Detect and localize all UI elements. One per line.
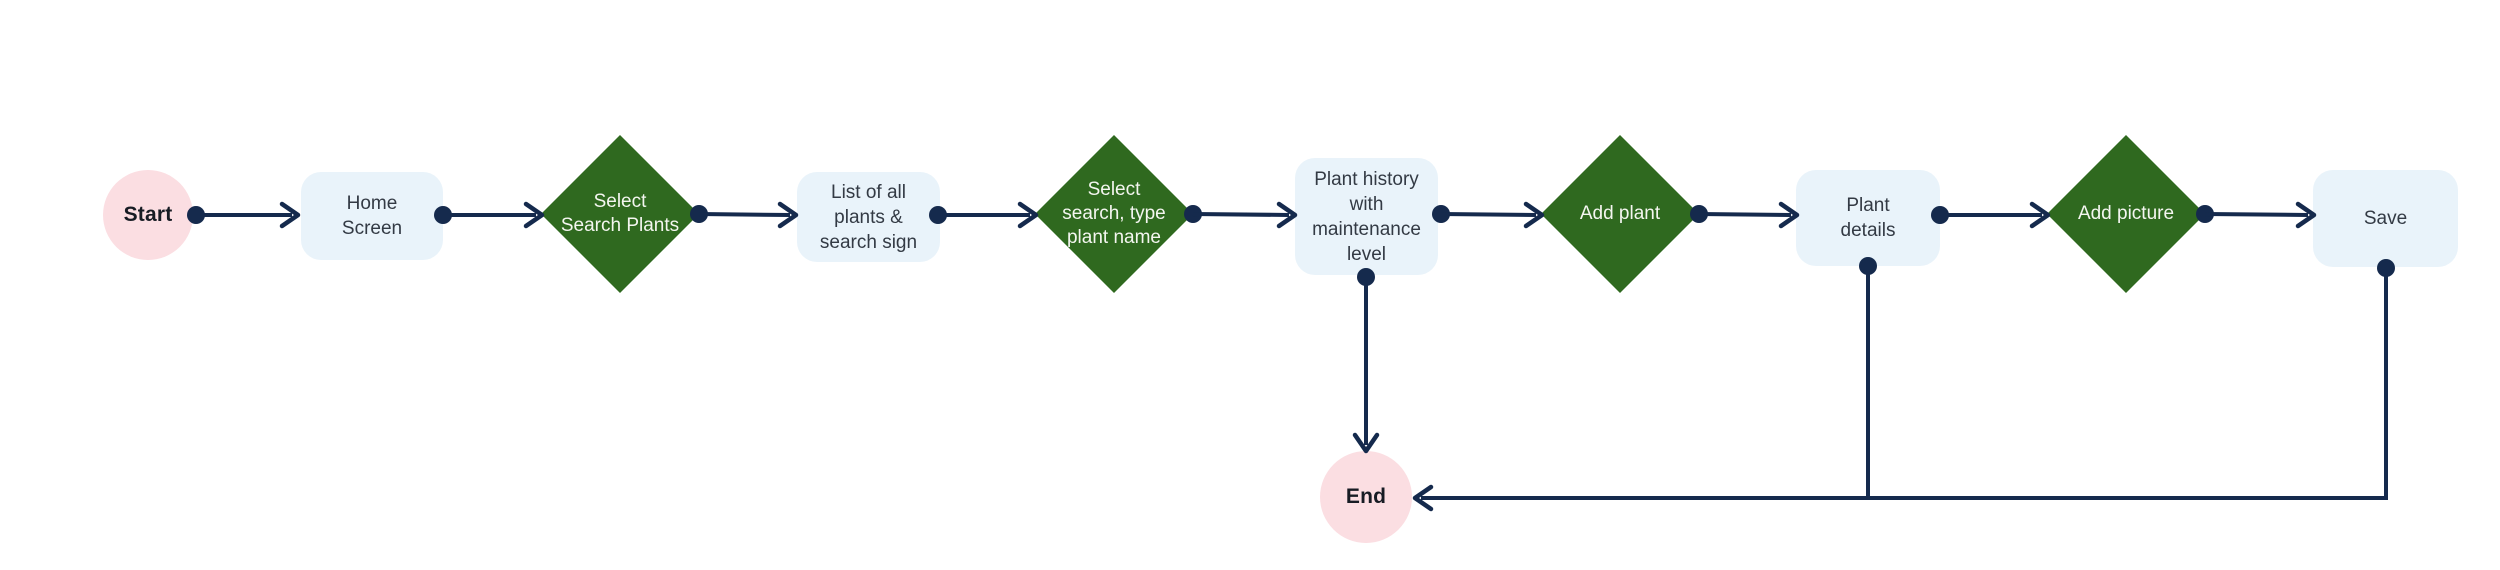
node-list-of-all-plants-label: List of all plants & search sign: [819, 181, 918, 253]
node-add-picture: Add picture: [2047, 135, 2205, 293]
node-plant-history-label: Plant history with maintenance level: [1312, 168, 1421, 265]
edge-select-search-type-to-plant-history: [1184, 201, 1298, 229]
edge-select-search-plants-to-list-of-all-plants: [690, 201, 799, 229]
arrowhead-right-icon: [1778, 201, 1800, 229]
edge-plant-details-to-end-junction: [1859, 257, 1877, 498]
node-home-screen: Home Screen: [301, 172, 443, 260]
edge-line: [1698, 212, 1792, 217]
arrowhead-right-icon: [1017, 201, 1039, 229]
node-start: Start: [103, 170, 193, 260]
node-add-plant: Add plant: [1541, 135, 1699, 293]
edge-line: [1440, 212, 1537, 217]
node-add-plant-label: Add plant: [1579, 203, 1661, 224]
arrowhead-down-icon: [1352, 432, 1380, 454]
arrowhead-right-icon: [2295, 201, 2317, 229]
node-select-search-plants: Select Search Plants: [541, 135, 699, 293]
node-add-picture-label: Add picture: [2077, 203, 2175, 224]
edge-add-plant-to-plant-details: [1690, 201, 1800, 229]
node-plant-history: Plant history with maintenance level: [1295, 158, 1438, 275]
node-list-of-all-plants: List of all plants & search sign: [797, 172, 940, 262]
arrowhead-right-icon: [777, 201, 799, 229]
node-plant-details: Plant details: [1796, 170, 1940, 266]
node-end-label: End: [1345, 485, 1387, 508]
edge-home-screen-to-select-search-plants: [434, 201, 545, 229]
edge-line: [1192, 212, 1290, 217]
edge-list-of-all-plants-to-select-search-type: [929, 201, 1039, 229]
node-plant-details-label: Plant details: [1840, 195, 1896, 241]
node-select-search-type-plant-name-label: Select search, type plant name: [1062, 179, 1166, 248]
node-save: Save: [2313, 170, 2458, 267]
arrowhead-right-icon: [1276, 201, 1298, 229]
edge-add-picture-to-save: [2196, 201, 2317, 229]
node-select-search-plants-label: Select Search Plants: [560, 191, 680, 236]
arrowhead-right-icon: [279, 201, 301, 229]
edge-plant-history-to-end: [1352, 268, 1380, 454]
node-home-screen-label: Home Screen: [341, 193, 403, 239]
node-start-label: Start: [123, 203, 173, 226]
arrowhead-right-icon: [523, 201, 545, 229]
edge-line: [1421, 268, 2388, 500]
edge-line: [698, 212, 791, 217]
edge-line: [2204, 212, 2309, 217]
edge-plant-history-to-add-plant: [1432, 201, 1545, 229]
node-select-search-type-plant-name: Select search, type plant name: [1035, 135, 1193, 293]
edge-start-to-home-screen: [187, 201, 301, 229]
edge-plant-details-to-add-picture: [1931, 201, 2051, 229]
arrowhead-right-icon: [2029, 201, 2051, 229]
edge-save-to-end: [1412, 259, 2395, 512]
node-end: End: [1320, 451, 1412, 543]
arrowhead-right-icon: [1523, 201, 1545, 229]
node-save-label: Save: [2363, 208, 2408, 229]
arrowhead-left-icon: [1412, 484, 1434, 512]
